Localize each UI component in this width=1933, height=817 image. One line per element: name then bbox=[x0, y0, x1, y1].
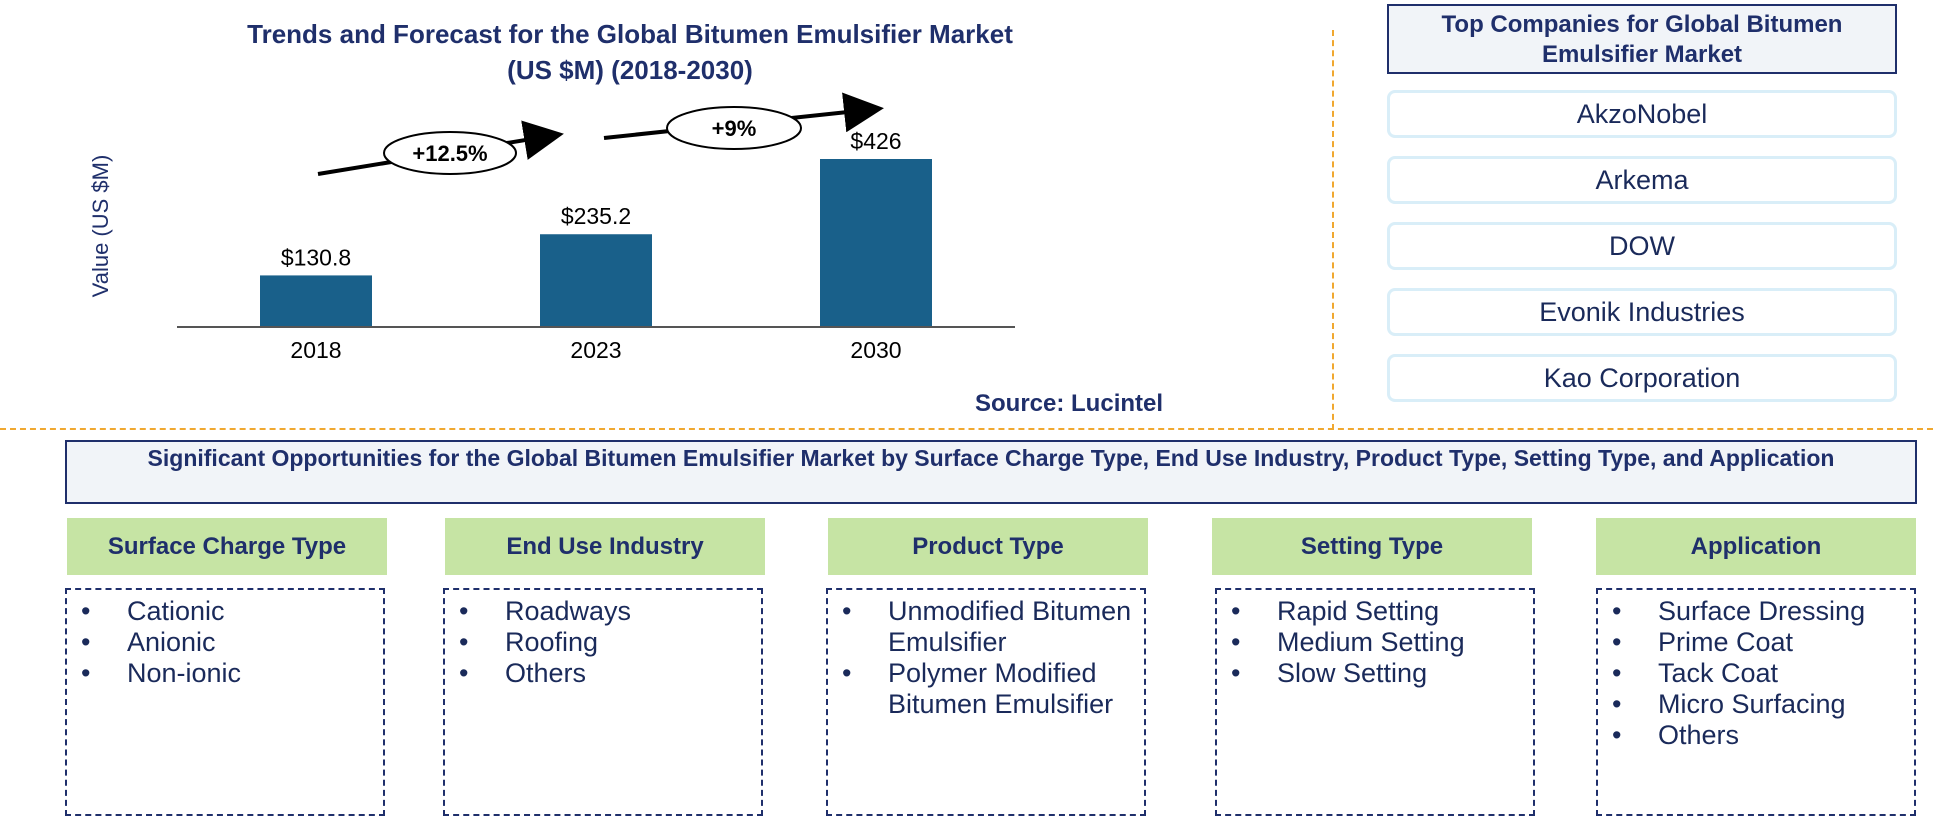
category-list: •Roadways •Roofing •Others bbox=[445, 590, 761, 689]
category-box-application: •Surface Dressing •Prime Coat •Tack Coat… bbox=[1596, 588, 1916, 816]
list-item: •Others bbox=[1612, 720, 1740, 750]
horizontal-divider bbox=[0, 428, 1933, 430]
category-header-surface-charge-type: Surface Charge Type bbox=[67, 518, 387, 575]
vertical-divider bbox=[1332, 30, 1334, 430]
category-header-end-use-industry: End Use Industry bbox=[445, 518, 765, 575]
data-label: $235.2 bbox=[561, 203, 631, 229]
category-list: •Surface Dressing •Prime Coat •Tack Coat… bbox=[1598, 590, 1914, 751]
list-item: •Surface Dressing bbox=[1612, 596, 1866, 626]
category-box-product-type: •Unmodified Bitumen Emulsifier •Polymer … bbox=[826, 588, 1146, 816]
bar-chart: Value (US $M) $130.8 2018 $235.2 2023 $426 203… bbox=[88, 92, 1015, 363]
bar bbox=[540, 234, 652, 327]
category-list: •Cationic •Anionic •Non-ionic bbox=[67, 590, 383, 689]
chart-title-line-1: Trends and Forecast for the Global Bitum… bbox=[247, 19, 1013, 49]
growth-bubble bbox=[666, 106, 802, 150]
list-item: •Prime Coat bbox=[1612, 627, 1794, 657]
bar bbox=[820, 159, 932, 327]
category-box-setting-type: •Rapid Setting •Medium Setting •Slow Set… bbox=[1215, 588, 1535, 816]
growth-bubble bbox=[383, 131, 517, 175]
list-item: •Non-ionic bbox=[81, 658, 242, 688]
data-label: $130.8 bbox=[281, 244, 351, 270]
company-item: AkzoNobel bbox=[1387, 90, 1897, 138]
list-item: •Slow Setting bbox=[1231, 658, 1428, 688]
data-label: $426 bbox=[850, 128, 901, 154]
chart-title: Trends and Forecast for the Global Bitum… bbox=[180, 16, 1080, 88]
list-item: •Cationic bbox=[81, 596, 225, 626]
y-axis-label: Value (US $M) bbox=[88, 155, 113, 298]
x-tick-label: 2023 bbox=[570, 337, 621, 363]
category-list: •Unmodified Bitumen Emulsifier •Polymer … bbox=[828, 590, 1144, 720]
list-item: •Micro Surfacing bbox=[1612, 689, 1846, 719]
list-item: •Roofing bbox=[459, 627, 599, 657]
bar bbox=[260, 275, 372, 327]
company-item: Evonik Industries bbox=[1387, 288, 1897, 336]
x-tick-label: 2018 bbox=[290, 337, 341, 363]
list-item: •Unmodified Bitumen Emulsifier bbox=[842, 596, 1132, 657]
list-item: •Rapid Setting bbox=[1231, 596, 1440, 626]
list-item: •Others bbox=[459, 658, 587, 688]
category-list: •Rapid Setting •Medium Setting •Slow Set… bbox=[1217, 590, 1533, 689]
list-item: •Tack Coat bbox=[1612, 658, 1779, 688]
chart-title-line-2: (US $M) (2018-2030) bbox=[507, 55, 753, 85]
category-header-product-type: Product Type bbox=[828, 518, 1148, 575]
growth-label: +9% bbox=[712, 116, 757, 141]
company-item: DOW bbox=[1387, 222, 1897, 270]
companies-header: Top Companies for Global Bitumen Emulsif… bbox=[1387, 4, 1897, 74]
x-tick-label: 2030 bbox=[850, 337, 901, 363]
category-box-end-use-industry: •Roadways •Roofing •Others bbox=[443, 588, 763, 816]
growth-label: +12.5% bbox=[412, 141, 487, 166]
list-item: •Polymer Modified Bitumen Emulsifier bbox=[842, 658, 1114, 719]
category-box-surface-charge-type: •Cationic •Anionic •Non-ionic bbox=[65, 588, 385, 816]
source-label: Source: Lucintel bbox=[975, 390, 1164, 417]
list-item: •Roadways bbox=[459, 596, 632, 626]
opportunities-header: Significant Opportunities for the Global… bbox=[65, 440, 1917, 504]
category-header-setting-type: Setting Type bbox=[1212, 518, 1532, 575]
category-header-application: Application bbox=[1596, 518, 1916, 575]
company-item: Arkema bbox=[1387, 156, 1897, 204]
list-item: •Medium Setting bbox=[1231, 627, 1465, 657]
company-item: Kao Corporation bbox=[1387, 354, 1897, 402]
list-item: •Anionic bbox=[81, 627, 216, 657]
